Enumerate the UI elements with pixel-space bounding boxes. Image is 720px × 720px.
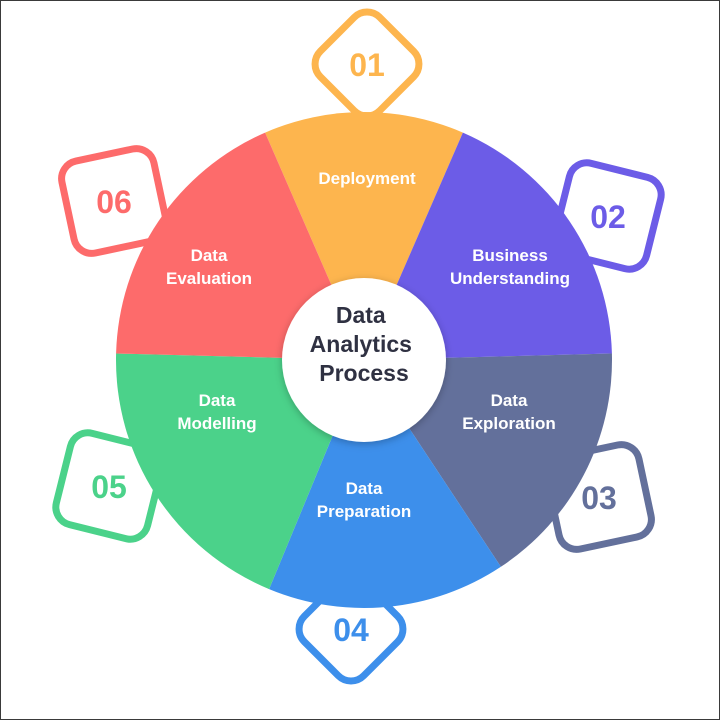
step-badge <box>311 8 423 120</box>
segment-label-line: Data <box>346 479 383 498</box>
wheel-segment <box>269 360 501 609</box>
segment-label-line: Evaluation <box>166 269 252 288</box>
segment-label-line: Data <box>491 391 528 410</box>
step-number: 05 <box>91 469 127 505</box>
segment-label: Deployment <box>318 169 416 188</box>
step-badge-frame <box>311 8 423 120</box>
segment-label-line: Data <box>191 246 228 265</box>
wheel-segment <box>265 112 463 360</box>
center-title-line: Process <box>319 360 409 386</box>
segment-label-line: Understanding <box>450 269 570 288</box>
step-number: 02 <box>590 199 626 235</box>
segment-label-line: Modelling <box>177 414 256 433</box>
step-badge <box>58 145 170 257</box>
step-badge-frame <box>52 429 166 543</box>
segment-label-line: Deployment <box>318 169 416 188</box>
segment-label-line: Business <box>472 246 548 265</box>
step-number: 03 <box>581 480 617 516</box>
wheel-segment <box>364 132 612 360</box>
step-number: 01 <box>349 47 385 83</box>
segment-label-line: Preparation <box>317 502 411 521</box>
step-badge-frame <box>58 145 170 257</box>
step-badge <box>52 429 166 543</box>
wheel-segment <box>116 132 364 360</box>
center-title: Data Analytics Process <box>310 302 419 386</box>
center-title-line: Analytics <box>310 331 412 357</box>
step-number: 06 <box>96 184 132 220</box>
center-title-line: Data <box>336 302 386 328</box>
segment-label-line: Data <box>199 391 236 410</box>
center-circle <box>282 278 446 442</box>
segment-label-line: Exploration <box>462 414 556 433</box>
step-number: 04 <box>333 612 369 648</box>
